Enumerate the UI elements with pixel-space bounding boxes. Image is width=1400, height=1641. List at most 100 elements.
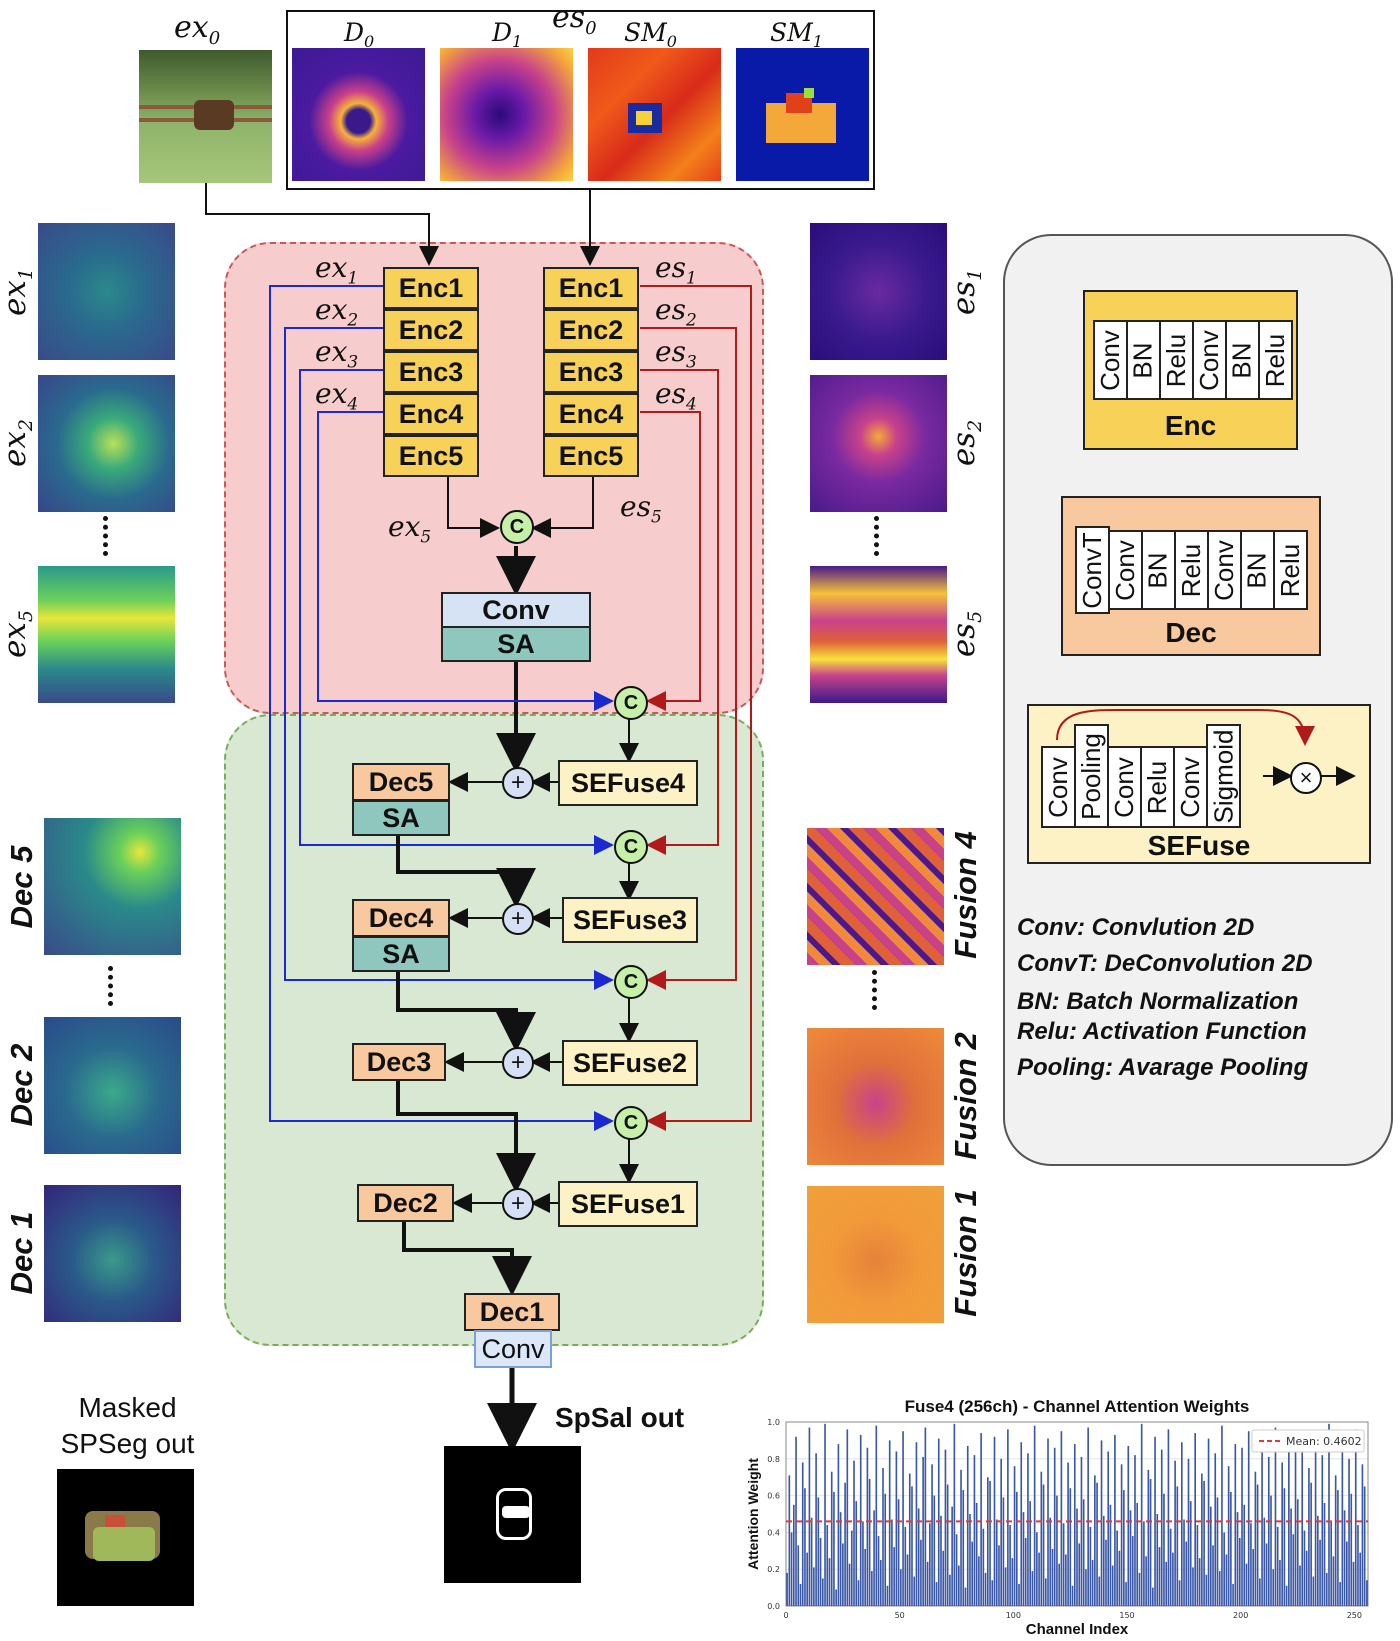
chart-bar	[1118, 1550, 1121, 1606]
chart-bar	[888, 1440, 891, 1606]
chart-bar	[1274, 1427, 1277, 1606]
legend-dec-cell: Relu	[1273, 530, 1308, 610]
chart-bar	[1082, 1499, 1085, 1606]
chart-bar	[1145, 1556, 1147, 1606]
chart-bar	[1359, 1552, 1362, 1606]
chart-bar	[982, 1528, 985, 1606]
chart-bar	[953, 1423, 956, 1606]
right-enc1: Enc1	[543, 267, 639, 309]
chart-bar	[797, 1545, 800, 1606]
chart-bar	[1337, 1490, 1339, 1606]
sefuse2-block: SEFuse2	[562, 1040, 698, 1086]
chart-bar	[1044, 1578, 1047, 1606]
chart-bar	[1312, 1576, 1315, 1606]
dec5-sa: SA	[352, 800, 450, 836]
chart-bar	[1330, 1521, 1333, 1606]
map-label-sm1: SM1	[770, 18, 823, 51]
chart-bar	[1357, 1525, 1359, 1606]
chart-bar	[884, 1493, 887, 1606]
legend-dec-cell: Conv	[1108, 530, 1143, 610]
ex0-label: ex0	[174, 10, 221, 49]
fusion1-feature-map	[807, 1186, 944, 1323]
chart-bar	[906, 1554, 909, 1606]
chart-bar	[1319, 1539, 1321, 1606]
chart-bar	[1238, 1537, 1241, 1606]
chart-bar	[1241, 1447, 1243, 1606]
chart-bar	[993, 1436, 996, 1606]
chart-bar	[824, 1423, 826, 1606]
ex4-label: ex4	[315, 377, 359, 415]
chart-bar	[1192, 1567, 1194, 1606]
chart-bar	[1363, 1486, 1366, 1606]
legend-enc-title: Enc	[1164, 410, 1217, 441]
chart-bar	[1015, 1491, 1018, 1606]
chart-bar	[1163, 1493, 1165, 1606]
legend-def-pooling: Pooling: Avarage Pooling	[1017, 1054, 1309, 1081]
plus-3-icon: +	[502, 903, 534, 935]
chart-bar	[1366, 1580, 1368, 1606]
chart-bar	[1096, 1482, 1098, 1606]
chart-bar	[1348, 1458, 1350, 1606]
chart-bar	[864, 1548, 866, 1606]
left-enc4: Enc4	[383, 393, 479, 435]
ex2-side-label: ex2	[0, 419, 38, 467]
right-enc2: Enc2	[543, 309, 639, 351]
chart-bar	[958, 1565, 960, 1606]
chart-bar	[877, 1536, 880, 1606]
ex0-image	[139, 50, 272, 183]
left-enc2: Enc2	[383, 309, 479, 351]
es4-label: es4	[655, 377, 697, 415]
fusion2-feature-map	[807, 1028, 944, 1165]
chart-bar	[875, 1425, 878, 1606]
chart-bar	[1000, 1458, 1002, 1606]
dec5-feature-map	[44, 818, 181, 955]
chart-bar	[1149, 1479, 1152, 1606]
chart-bar	[1256, 1484, 1259, 1606]
left-enc1: Enc1	[383, 267, 479, 309]
ex1-feature-map	[38, 223, 175, 360]
chart-bar	[1051, 1548, 1054, 1606]
chart-bar	[1007, 1429, 1009, 1606]
dec4-sa: SA	[352, 936, 450, 972]
chart-ytick-label: 0.8	[767, 1455, 780, 1464]
chart-bar	[1076, 1508, 1078, 1606]
chart-bar	[1158, 1547, 1161, 1606]
chart-bar	[1180, 1442, 1183, 1606]
chart-bar	[935, 1582, 938, 1606]
chart-bar	[1120, 1464, 1123, 1606]
chart-bar	[1102, 1515, 1105, 1606]
es3-label: es3	[655, 335, 697, 373]
concat-1-icon: C	[614, 1106, 648, 1140]
chart-bar	[1011, 1558, 1014, 1606]
chart-bar	[817, 1497, 820, 1606]
chart-ytick-label: 0.4	[767, 1528, 780, 1537]
chart-bar	[1259, 1578, 1261, 1606]
chart-bar	[1334, 1475, 1337, 1606]
chart-bar	[902, 1431, 904, 1606]
chart-bar	[922, 1456, 924, 1606]
es5-feature-map	[810, 566, 947, 703]
chart-bar	[1069, 1488, 1072, 1606]
left-enc3: Enc3	[383, 351, 479, 393]
chart-bar	[951, 1506, 953, 1606]
chart-bar	[1254, 1471, 1257, 1606]
es1-side-label: es1	[945, 268, 987, 316]
chart-bar	[1114, 1434, 1116, 1606]
chart-bar	[1031, 1571, 1034, 1606]
chart-bar	[1033, 1425, 1036, 1606]
chart-legend-label: Mean: 0.4602	[1286, 1435, 1362, 1448]
chart-bar	[1288, 1445, 1290, 1606]
chart-bar	[1125, 1582, 1127, 1606]
chart-bar	[1343, 1510, 1346, 1606]
d1-map	[440, 48, 573, 181]
ex2-feature-map	[38, 375, 175, 512]
spsal-output	[444, 1446, 581, 1583]
chart-xtick-label: 200	[1233, 1611, 1248, 1620]
legend-dec-title: Dec	[1165, 617, 1217, 648]
legend-def-convt: ConvT: DeConvolution 2D	[1017, 950, 1313, 977]
chart-bar	[855, 1501, 858, 1606]
fusion1-side-label: Fusion 1	[948, 1189, 983, 1317]
chart-bar	[850, 1530, 853, 1606]
chart-bar	[1205, 1574, 1208, 1606]
